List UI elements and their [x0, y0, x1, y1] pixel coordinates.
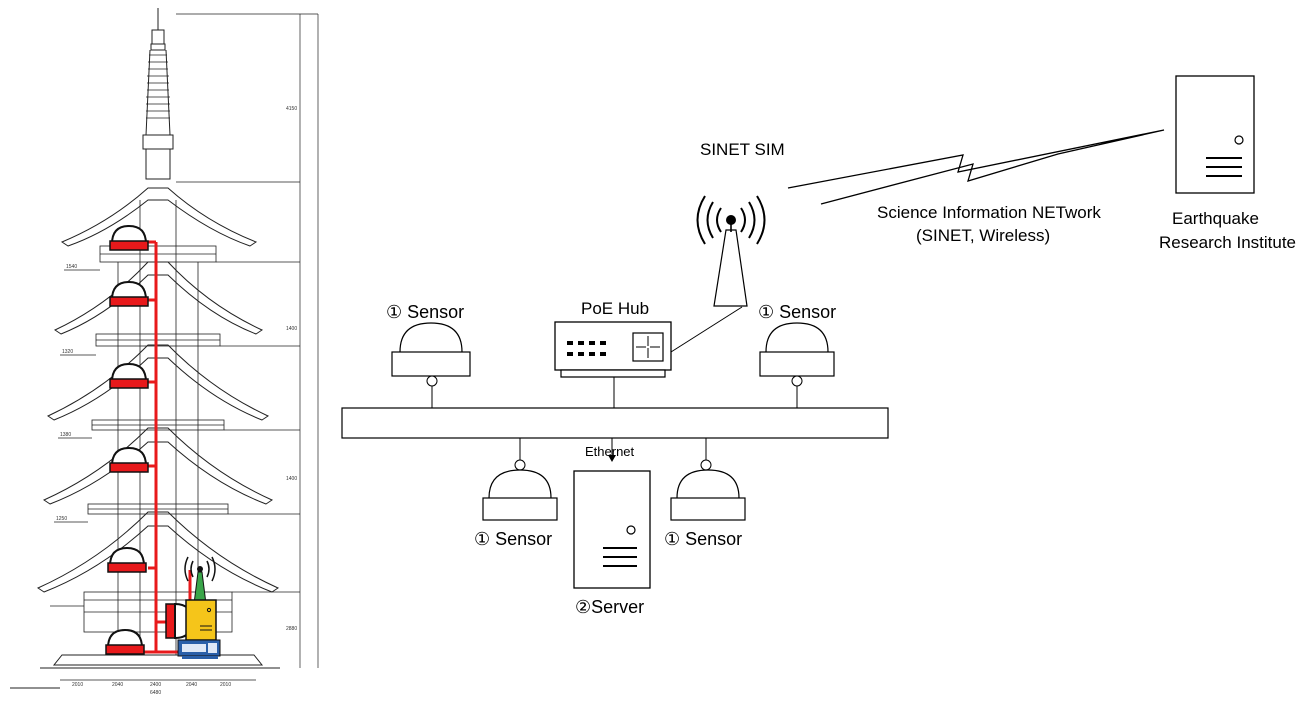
pagoda-sensors — [105, 224, 194, 655]
label-eri-line1: Earthquake — [1172, 209, 1259, 228]
dim-h1: 1540 — [66, 264, 77, 270]
label-poe-hub: PoE Hub — [581, 299, 649, 318]
sensor-icon — [107, 546, 147, 573]
label-sinet-sim: SINET SIM — [700, 140, 785, 159]
poe-hub — [554, 321, 672, 408]
dim-4: 2040 — [186, 682, 197, 688]
pagoda-roofs — [36, 187, 280, 593]
label-eri-line2: Research Institute — [1159, 233, 1296, 252]
antenna-icon — [184, 556, 216, 605]
label-server: ②Server — [575, 597, 644, 617]
sensor-icon — [109, 446, 149, 473]
pagoda-dimension-text: 2010 2040 2400 2040 2010 6480 4150 1400 … — [56, 106, 297, 696]
dim-h2: 1320 — [62, 349, 73, 355]
pagoda-spire — [142, 8, 174, 180]
server-icon — [185, 599, 217, 641]
sensor-bottom-right — [670, 438, 746, 521]
dim-h8: 4150 — [286, 106, 297, 112]
label-sensor-top-right: ① Sensor — [758, 302, 836, 322]
dim-h6: 1400 — [286, 476, 297, 482]
antenna-icon — [696, 195, 766, 307]
sensor-bottom-left — [482, 438, 558, 521]
eri-server-icon — [1175, 75, 1255, 194]
sensor-icon — [105, 628, 145, 655]
dim-h3: 1380 — [60, 432, 71, 438]
dim-3: 2400 — [150, 682, 161, 688]
sensor-top-right — [759, 322, 835, 408]
server-icon — [573, 470, 651, 589]
hub-ports — [567, 341, 606, 356]
wireless-link — [787, 129, 1165, 205]
hub-icon — [177, 639, 221, 659]
ethernet-bus — [341, 407, 889, 439]
pagoda-drawing — [10, 8, 319, 689]
sensor-top-left — [391, 322, 471, 408]
sensor-icon — [109, 362, 149, 389]
pagoda-equipment — [177, 556, 221, 659]
network-schematic — [341, 75, 1255, 589]
label-sensor-bottom-left: ① Sensor — [474, 529, 552, 549]
pagoda-dimension-lines — [50, 13, 319, 681]
label-sinet-line1: Science Information NETwork — [877, 203, 1101, 222]
dim-1: 2010 — [72, 682, 83, 688]
diagram-labels: SINET SIM Science Information NETwork (S… — [386, 140, 1296, 617]
dim-5: 2010 — [220, 682, 231, 688]
label-sensor-bottom-right: ① Sensor — [664, 529, 742, 549]
sensor-icon — [109, 224, 149, 251]
hub-antenna-link — [670, 306, 743, 353]
pagoda-base — [10, 654, 280, 689]
dim-total: 6480 — [150, 690, 161, 696]
label-ethernet: Ethernet — [585, 444, 635, 459]
dim-h5: 1400 — [286, 326, 297, 332]
dim-h4: 1250 — [56, 516, 67, 522]
pagoda-red-cable — [140, 240, 192, 654]
label-sensor-top-left: ① Sensor — [386, 302, 464, 322]
dim-2: 2040 — [112, 682, 123, 688]
sensor-icon — [109, 280, 149, 307]
label-sinet-line2: (SINET, Wireless) — [916, 226, 1050, 245]
dim-h7: 2880 — [286, 626, 297, 632]
